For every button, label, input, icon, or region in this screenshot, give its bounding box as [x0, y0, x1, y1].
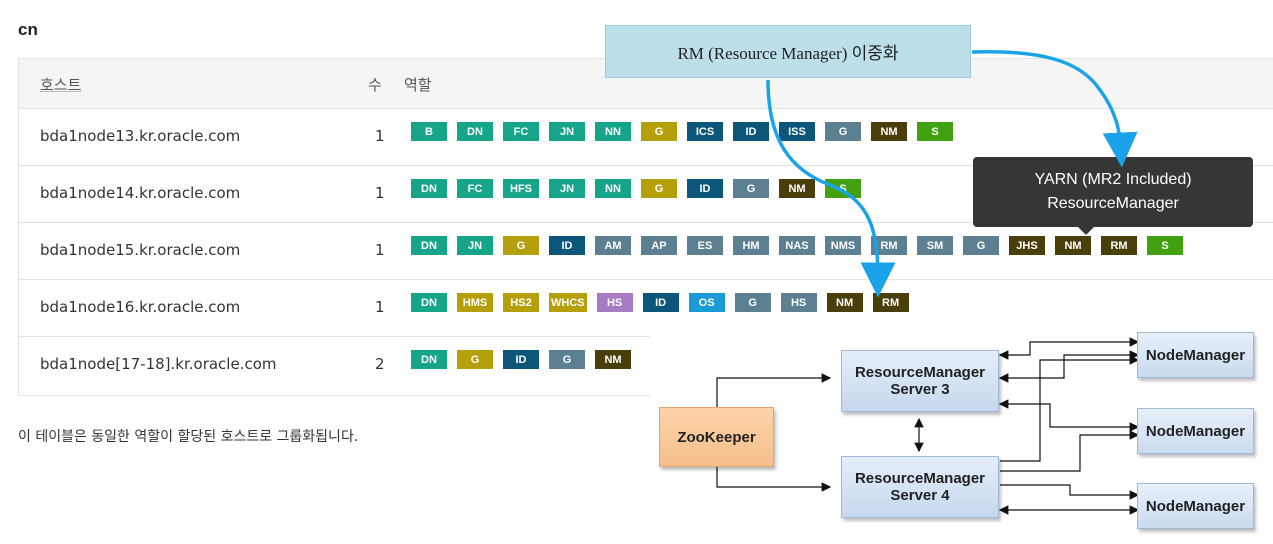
- nodemanager-1: NodeManager: [1137, 332, 1254, 378]
- nodemanager-2: NodeManager: [1137, 408, 1254, 454]
- role-badge[interactable]: ICS: [687, 122, 723, 141]
- role-badge[interactable]: DN: [411, 293, 447, 312]
- nodemanager-label: NodeManager: [1145, 497, 1246, 515]
- host-count: 1: [375, 184, 385, 202]
- role-badge[interactable]: RM: [1101, 236, 1137, 255]
- role-badge[interactable]: FC: [457, 179, 493, 198]
- role-badge[interactable]: JN: [549, 122, 585, 141]
- host-name[interactable]: bda1node15.kr.oracle.com: [40, 241, 241, 259]
- role-badge[interactable]: NAS: [779, 236, 815, 255]
- role-badge[interactable]: G: [641, 122, 677, 141]
- role-badges: DN JN G ID AM AP ES HM NAS NMS RM SM G JHS NM RM S: [411, 236, 1183, 255]
- host-name[interactable]: bda1node16.kr.oracle.com: [40, 298, 241, 316]
- host-name[interactable]: bda1node13.kr.oracle.com: [40, 127, 241, 145]
- rm3-line1: ResourceManager: [854, 364, 986, 381]
- tooltip-line2: ResourceManager: [1047, 195, 1179, 212]
- rm4-line1: ResourceManager: [854, 470, 986, 487]
- header-host[interactable]: 호스트: [40, 76, 82, 94]
- host-count: 2: [375, 355, 385, 373]
- host-count: 1: [375, 127, 385, 145]
- rm3-line2: Server 3: [890, 381, 950, 398]
- role-badge[interactable]: JN: [549, 179, 585, 198]
- diagram-connectors: [716, 337, 1140, 515]
- role-badge[interactable]: S: [917, 122, 953, 141]
- role-badge[interactable]: FC: [503, 122, 539, 141]
- role-badge[interactable]: HS: [596, 293, 633, 312]
- role-badge[interactable]: NM: [826, 293, 863, 312]
- role-badge[interactable]: G: [503, 236, 539, 255]
- nodemanager-label: NodeManager: [1145, 346, 1246, 364]
- role-badge[interactable]: NN: [595, 179, 631, 198]
- role-badge[interactable]: AP: [641, 236, 677, 255]
- table-caption: 이 테이블은 동일한 역할이 할당된 호스트로 그룹화됩니다.: [18, 429, 359, 445]
- role-badges: B DN FC JN NN G ICS ID ISS G NM S: [411, 122, 953, 141]
- role-badge[interactable]: ID: [503, 350, 539, 369]
- role-badge[interactable]: G: [825, 122, 861, 141]
- role-badge[interactable]: NM: [779, 179, 815, 198]
- role-badge[interactable]: G: [457, 350, 493, 369]
- role-badge[interactable]: B: [411, 122, 447, 141]
- host-count: 1: [375, 298, 385, 316]
- role-badges: DN HMS HS2 WHCS HS ID OS G HS NM RM: [411, 293, 909, 312]
- zookeeper-label: ZooKeeper: [677, 428, 756, 446]
- section-title: cn: [18, 20, 38, 39]
- tooltip-line1: YARN (MR2 Included): [1034, 171, 1192, 188]
- role-badge[interactable]: RM: [872, 293, 909, 312]
- role-badge[interactable]: ID: [549, 236, 585, 255]
- role-badge[interactable]: HM: [733, 236, 769, 255]
- role-badge[interactable]: G: [963, 236, 999, 255]
- role-badge[interactable]: AM: [595, 236, 631, 255]
- role-badge[interactable]: DN: [411, 179, 447, 198]
- ha-diagram: ZooKeeper ResourceManager Server 3 Resou…: [650, 325, 1273, 544]
- role-tooltip: YARN (MR2 Included) ResourceManager: [973, 157, 1253, 227]
- header-count: 수: [368, 76, 382, 94]
- role-badge[interactable]: ID: [642, 293, 679, 312]
- role-badge[interactable]: ES: [687, 236, 723, 255]
- role-badge[interactable]: NMS: [825, 236, 861, 255]
- role-badge[interactable]: HFS: [503, 179, 539, 198]
- zookeeper-node: ZooKeeper: [659, 407, 774, 467]
- role-badge[interactable]: HS2: [503, 293, 539, 312]
- role-badge[interactable]: DN: [457, 122, 493, 141]
- nodemanager-3: NodeManager: [1137, 483, 1254, 529]
- role-badge[interactable]: HMS: [457, 293, 493, 312]
- role-badge[interactable]: NN: [595, 122, 631, 141]
- role-badge[interactable]: G: [641, 179, 677, 198]
- role-badge[interactable]: NM: [871, 122, 907, 141]
- role-badge[interactable]: G: [733, 179, 769, 198]
- role-badge[interactable]: DN: [411, 350, 447, 369]
- role-badge[interactable]: OS: [688, 293, 725, 312]
- host-name[interactable]: bda1node[17-18].kr.oracle.com: [40, 355, 277, 373]
- role-badge[interactable]: JHS: [1009, 236, 1045, 255]
- resourcemanager-server-4: ResourceManager Server 4: [841, 456, 999, 518]
- callout-label: RM (Resource Manager) 이중화: [677, 44, 899, 63]
- role-badge[interactable]: SM: [917, 236, 953, 255]
- host-name[interactable]: bda1node14.kr.oracle.com: [40, 184, 241, 202]
- rm-redundancy-callout: RM (Resource Manager) 이중화: [605, 25, 971, 78]
- role-badge[interactable]: S: [825, 179, 861, 198]
- role-badge[interactable]: NM: [595, 350, 631, 369]
- role-badge[interactable]: S: [1147, 236, 1183, 255]
- role-badge[interactable]: G: [734, 293, 771, 312]
- table-row: bda1node[17-18].kr.oracle.com 2 DN G ID G NM: [19, 336, 1273, 393]
- role-badge[interactable]: NM: [1055, 236, 1091, 255]
- tooltip-pointer: [1078, 227, 1094, 235]
- resourcemanager-server-3: ResourceManager Server 3: [841, 350, 999, 412]
- header-roles: 역할: [404, 76, 432, 94]
- role-badge[interactable]: DN: [411, 236, 447, 255]
- nodemanager-label: NodeManager: [1145, 422, 1246, 440]
- role-badge[interactable]: HS: [780, 293, 817, 312]
- role-badge[interactable]: RM: [871, 236, 907, 255]
- role-badge[interactable]: ID: [687, 179, 723, 198]
- rm4-line2: Server 4: [890, 487, 950, 504]
- role-badge[interactable]: G: [549, 350, 585, 369]
- table-row: bda1node16.kr.oracle.com 1 DN HMS HS2 WHCS HS I…: [19, 279, 1273, 337]
- role-badges: DN G ID G NM: [411, 350, 631, 369]
- role-badge[interactable]: JN: [457, 236, 493, 255]
- role-badge[interactable]: ISS: [779, 122, 815, 141]
- host-count: 1: [375, 241, 385, 259]
- role-badge[interactable]: ID: [733, 122, 769, 141]
- role-badge[interactable]: WHCS: [549, 293, 587, 312]
- role-badges: DN FC HFS JN NN G ID G NM S: [411, 179, 861, 198]
